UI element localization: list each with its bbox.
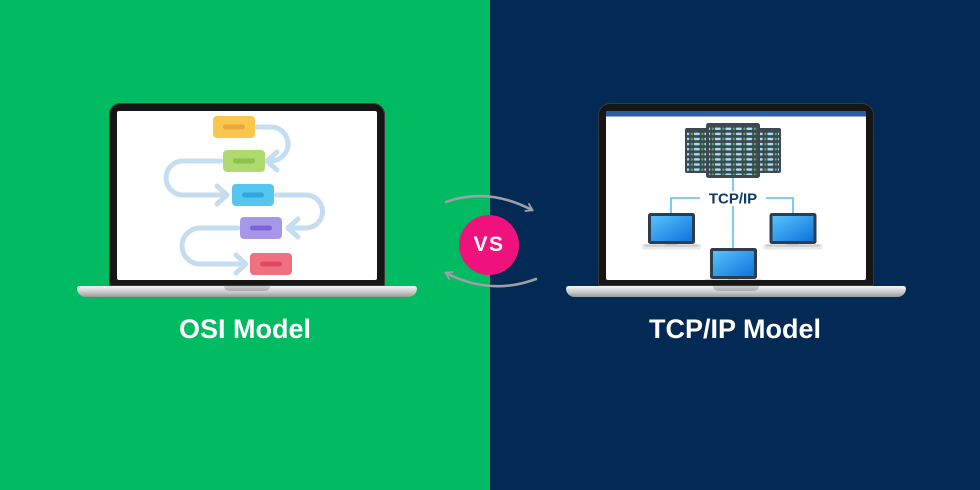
- client-laptop-icon: [642, 213, 701, 250]
- network-diagram-icon: TCP/IP: [606, 111, 866, 280]
- flowchart-arrows-icon: [163, 124, 325, 276]
- osi-laptop-bezel: [109, 103, 385, 286]
- flowchart-boxes-icon: [213, 116, 292, 275]
- screen-top-strip: [606, 111, 866, 117]
- flowchart-icon: [163, 116, 325, 276]
- client-laptop-icon: [704, 248, 763, 280]
- server-icon: [685, 123, 781, 178]
- client-laptop-icon: [763, 213, 823, 250]
- protocol-label: TCP/IP: [709, 191, 757, 208]
- tcpip-laptop-screen: TCP/IP: [606, 111, 866, 280]
- tcpip-laptop-notch: [713, 286, 759, 291]
- osi-laptop-notch: [224, 286, 270, 291]
- swap-arrows-icon: [444, 194, 538, 288]
- vs-badge: VS: [459, 215, 519, 275]
- network-lines-icon: [670, 178, 794, 248]
- osi-laptop-screen: [117, 111, 377, 280]
- tcpip-laptop-base: [566, 286, 906, 297]
- osi-model-label: OSI Model: [178, 314, 311, 344]
- tcpip-model-label: TCP/IP Model: [648, 314, 822, 344]
- osi-laptop-base: [77, 286, 417, 297]
- tcpip-laptop-bezel: TCP/IP: [598, 103, 874, 286]
